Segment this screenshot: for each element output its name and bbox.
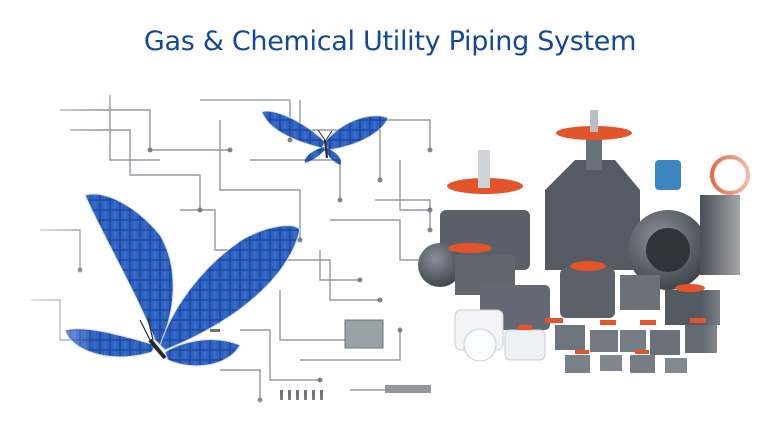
page-title: Gas & Chemical Utility Piping System <box>143 26 637 57</box>
